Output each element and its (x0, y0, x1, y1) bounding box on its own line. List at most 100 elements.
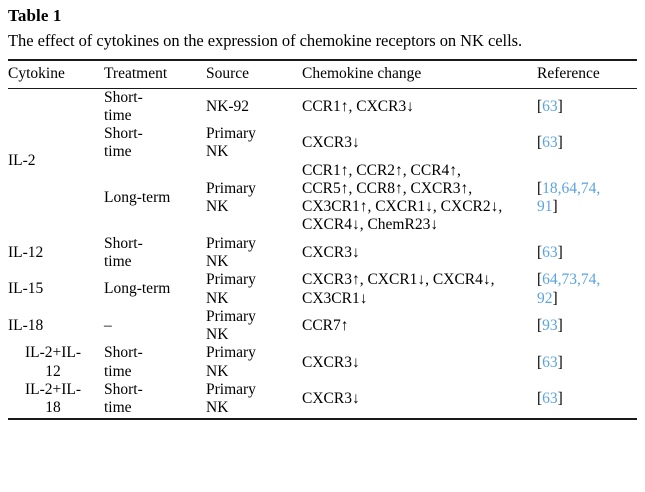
reference-citation-cont[interactable]: 91] (537, 198, 637, 216)
reference-numbers[interactable]: 63 (542, 97, 558, 115)
cell-reference: [64,73,74,92] (537, 271, 637, 308)
reference-numbers[interactable]: 63 (542, 353, 558, 371)
cytokine-label: IL-15 (8, 280, 44, 298)
cell-cytokine: IL-15 (8, 271, 104, 308)
treatment-line: Short- (104, 88, 143, 106)
reference-numbers[interactable]: 63 (542, 134, 558, 152)
reference-numbers[interactable]: 63 (542, 243, 558, 261)
bracket-open: [ (537, 353, 543, 371)
reference-numbers[interactable]: 93 (542, 317, 558, 335)
cytokine-chemokine-table: Cytokine Treatment Source Chemokine chan… (8, 58, 637, 420)
chemokine-change-line: CXCR3↑, CXCR1↓, CXCR4↓, (302, 271, 495, 289)
chemokine-change-line: CXCR3↓ (302, 390, 360, 408)
treatment-line: time (104, 253, 132, 271)
cell-reference: [63] (537, 344, 637, 381)
reference-citation[interactable]: [64,73,74, (537, 271, 637, 289)
reference-citation[interactable]: [18,64,74, (537, 180, 637, 198)
bracket-open: [ (537, 271, 543, 289)
cell-chemokine-change: CXCR3↑, CXCR1↓, CXCR4↓,CX3CR1↓ (302, 271, 537, 308)
cell-cytokine: IL-18 (8, 308, 104, 345)
bracket-close: ] (557, 243, 563, 261)
reference-numbers[interactable]: 63 (542, 390, 558, 408)
reference-citation[interactable]: [63] (537, 134, 637, 152)
reference-numbers[interactable]: 92 (537, 289, 553, 307)
cell-reference: [18,64,74,91] (537, 162, 637, 235)
table-header: Cytokine Treatment Source Chemokine chan… (8, 58, 637, 89)
treatment-line: Long-term (104, 280, 171, 298)
reference-numbers[interactable]: 91 (537, 198, 553, 216)
chemokine-change-line: CXCR3↓ (302, 353, 360, 371)
source-line: Primary (206, 271, 256, 289)
bracket-open: [ (537, 179, 543, 197)
cell-cytokine: IL-2+IL-18 (8, 381, 104, 420)
reference-numbers[interactable]: 18,64,74, (542, 179, 601, 197)
chemokine-change-line: CXCR3↓ (302, 243, 360, 261)
cell-reference: [63] (537, 125, 637, 162)
bracket-close: ] (557, 97, 563, 115)
cell-chemokine-change: CCR1↑, CCR2↑, CCR4↑,CCR5↑, CCR8↑, CXCR3↑… (302, 162, 537, 235)
source-line: NK (206, 399, 229, 417)
cytokine-label: IL-12 (8, 243, 44, 261)
cell-chemokine-change: CCR7↑ (302, 308, 537, 345)
source-line: Primary (206, 234, 256, 252)
cell-reference: [93] (537, 308, 637, 345)
reference-citation[interactable]: [63] (537, 98, 637, 116)
cell-treatment: Short-time (104, 381, 206, 420)
bracket-open: [ (537, 390, 543, 408)
reference-citation-cont[interactable]: 92] (537, 290, 637, 308)
chemokine-change-line: CCR1↑, CXCR3↓ (302, 97, 414, 115)
source-line: NK (206, 289, 229, 307)
source-line: Primary (206, 125, 256, 143)
cytokine-label-line: 12 (45, 362, 61, 380)
cell-cytokine: IL-2 (8, 88, 104, 235)
chemokine-change-line: CCR7↑ (302, 317, 349, 335)
reference-citation[interactable]: [63] (537, 244, 637, 262)
treatment-line: – (104, 317, 112, 335)
chemokine-change-line: CXCR4↓, ChemR23↓ (302, 216, 439, 234)
table-label: Table 1 (8, 6, 62, 25)
treatment-line: time (104, 399, 132, 417)
source-line: NK (206, 362, 229, 380)
treatment-line: Long-term (104, 189, 171, 207)
bracket-close: ] (557, 317, 563, 335)
column-header-chemokine-change: Chemokine change (302, 58, 537, 89)
source-line: Primary (206, 307, 256, 325)
source-line: NK (206, 253, 229, 271)
cell-chemokine-change: CXCR3↓ (302, 235, 537, 272)
header-row: Cytokine Treatment Source Chemokine chan… (8, 58, 637, 89)
cell-chemokine-change: CXCR3↓ (302, 344, 537, 381)
reference-citation[interactable]: [93] (537, 317, 637, 335)
source-line: Primary (206, 344, 256, 362)
cell-source: NK-92 (206, 88, 302, 125)
reference-citation[interactable]: [63] (537, 354, 637, 372)
reference-numbers[interactable]: 64,73,74, (542, 271, 601, 289)
source-line: Primary (206, 179, 256, 197)
treatment-line: Short- (104, 344, 143, 362)
cell-treatment: Short-time (104, 235, 206, 272)
bracket-close: ] (557, 353, 563, 371)
source-line: NK (206, 326, 229, 344)
cell-treatment: Short-time (104, 344, 206, 381)
cell-reference: [63] (537, 235, 637, 272)
bracket-open: [ (537, 243, 543, 261)
treatment-line: time (104, 362, 132, 380)
column-header-cytokine: Cytokine (8, 58, 104, 89)
bracket-open: [ (537, 97, 543, 115)
bracket-open: [ (537, 317, 543, 335)
table-caption: The effect of cytokines on the expressio… (8, 31, 523, 50)
chemokine-change-line: CCR5↑, CCR8↑, CXCR3↑, (302, 179, 473, 197)
reference-citation[interactable]: [63] (537, 390, 637, 408)
